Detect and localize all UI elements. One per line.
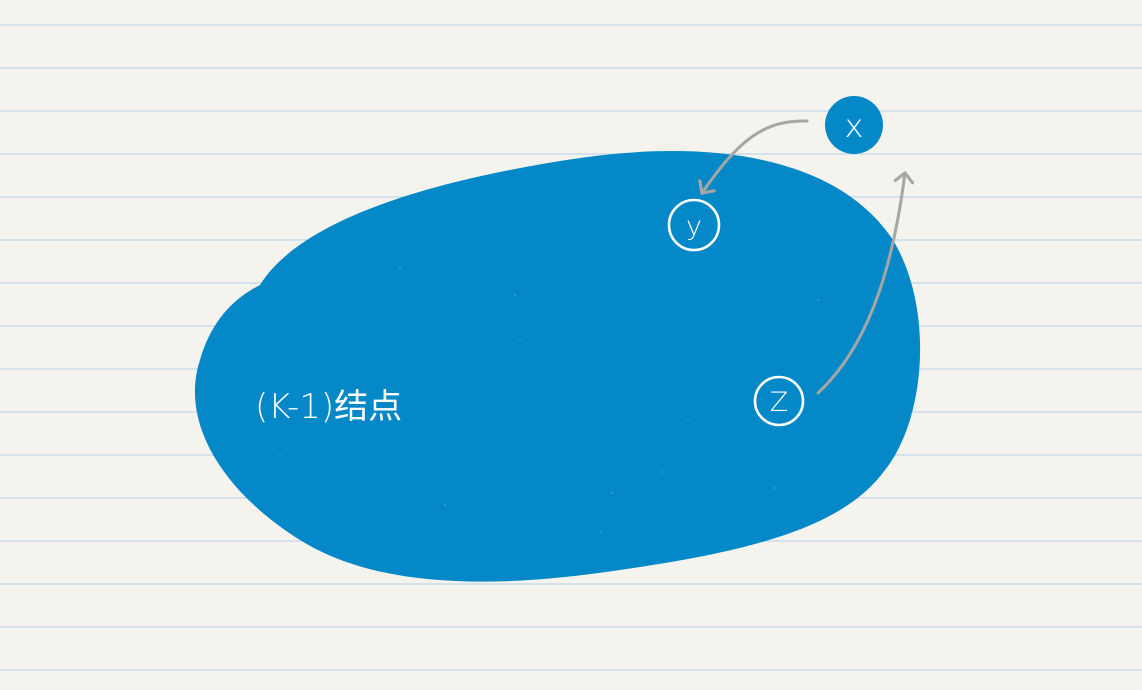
node-x[interactable]: x: [825, 96, 883, 154]
node-y-label: y: [686, 211, 702, 242]
arrow-x-to-y: [698, 119, 809, 195]
node-y[interactable]: y: [667, 198, 721, 252]
node-z-label: Z: [770, 387, 789, 418]
node-x-circle: [825, 96, 883, 154]
k-minus-1-node-set-blob: [194, 151, 921, 582]
node-z-circle: [753, 375, 805, 427]
node-y-circle: [667, 198, 721, 252]
node-x-label: x: [845, 107, 864, 145]
node-z[interactable]: Z: [753, 375, 805, 427]
blob-label: (K-1)结点: [255, 387, 402, 427]
arrow-z-to-x: [816, 170, 915, 395]
blob-texture-speckles: [279, 189, 841, 533]
